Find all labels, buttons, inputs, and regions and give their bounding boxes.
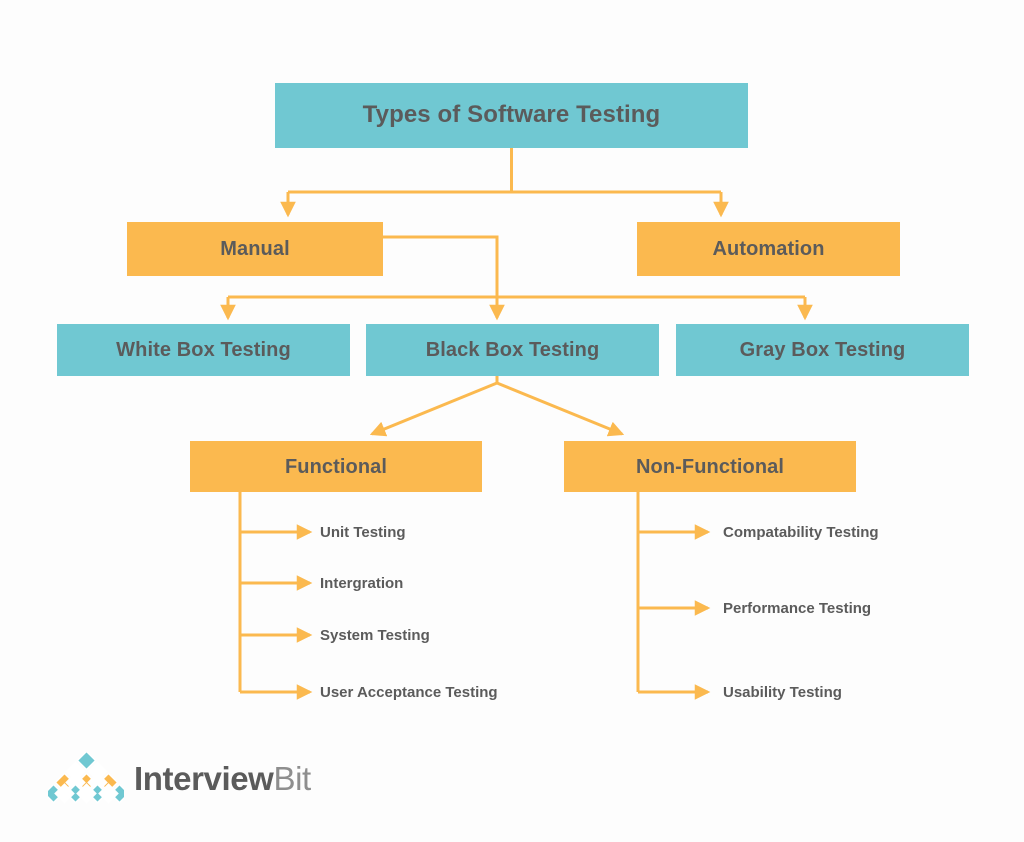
interviewbit-wordmark: InterviewBit: [134, 762, 311, 795]
leaf-system-testing[interactable]: System Testing: [320, 627, 430, 644]
wire-to-nonfunctional: [496, 381, 625, 437]
node-non-functional[interactable]: Non-Functional: [564, 441, 856, 492]
leaf-usability-testing[interactable]: Usability Testing: [723, 684, 842, 701]
logo-word-bit: Bit: [273, 759, 311, 797]
logo-word-interview: Interview: [134, 759, 274, 797]
node-types-of-software-testing[interactable]: Types of Software Testing: [275, 83, 748, 148]
diamond-pyramid-icon: [48, 752, 124, 804]
leaf-performance-testing[interactable]: Performance Testing: [723, 600, 872, 617]
leaf-unit-testing[interactable]: Unit Testing: [320, 524, 406, 541]
wire-manual-to-bus3: [383, 235, 499, 297]
leaf-intergration[interactable]: Intergration: [320, 575, 404, 592]
node-gray-box-testing[interactable]: Gray Box Testing: [676, 324, 969, 376]
node-functional[interactable]: Functional: [190, 441, 482, 492]
wire-to-functional: [369, 381, 498, 437]
leaf-compatability-testing[interactable]: Compatability Testing: [723, 524, 879, 541]
node-manual[interactable]: Manual: [127, 222, 383, 276]
node-automation[interactable]: Automation: [637, 222, 900, 276]
interviewbit-logo[interactable]: InterviewBit: [48, 752, 311, 804]
node-white-box-testing[interactable]: White Box Testing: [57, 324, 350, 376]
node-black-box-testing[interactable]: Black Box Testing: [366, 324, 659, 376]
leaf-user-acceptance-testing[interactable]: User Acceptance Testing: [320, 684, 498, 701]
